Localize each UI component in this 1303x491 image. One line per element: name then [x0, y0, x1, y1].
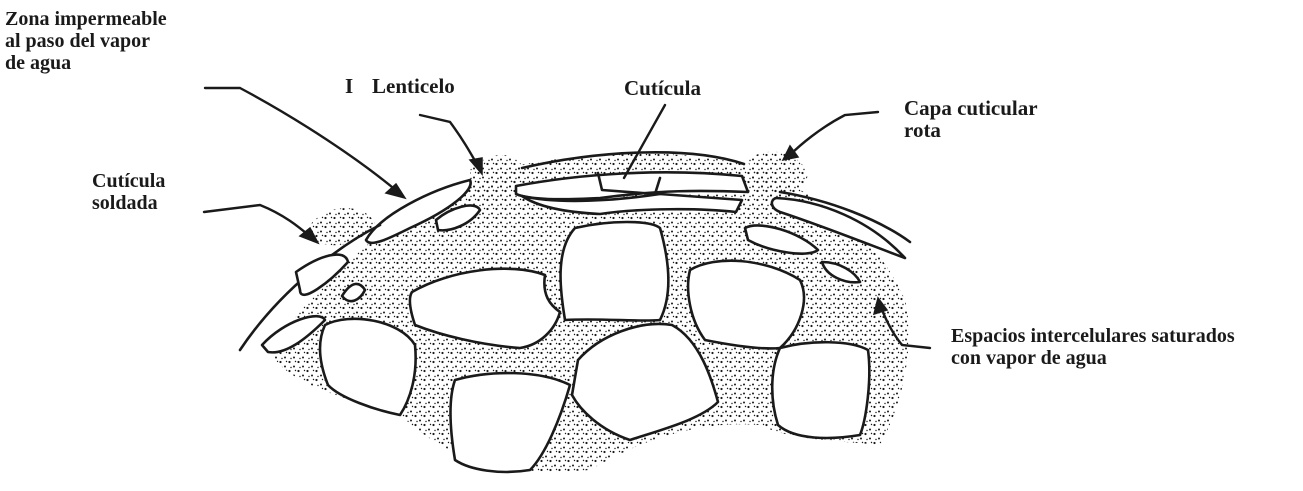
- label-capa-cuticular-rota: Capa cuticular rota: [904, 97, 1038, 141]
- parenchyma-cell-4: [320, 319, 416, 415]
- parenchyma-cell-1: [561, 222, 669, 321]
- parenchyma-cell-3: [688, 261, 804, 349]
- label-espacios-intercelulares: Espacios intercelulares saturados con va…: [951, 325, 1235, 369]
- zona-leader: [205, 88, 398, 192]
- label-lenticelo: Lenticelo: [372, 75, 455, 97]
- label-cuticula: Cutícula: [624, 77, 701, 99]
- lenticelo-leader: [420, 115, 478, 166]
- soldada-leader: [204, 205, 312, 238]
- zona-arrowhead: [386, 184, 405, 198]
- label-lenticelo-mark: I: [345, 75, 353, 97]
- parenchyma-cell-6: [772, 342, 869, 438]
- label-cuticula-soldada: Cutícula soldada: [92, 170, 165, 214]
- label-zona-impermeable: Zona impermeable al paso del vapor de ag…: [5, 8, 167, 74]
- capa-leader: [790, 112, 878, 155]
